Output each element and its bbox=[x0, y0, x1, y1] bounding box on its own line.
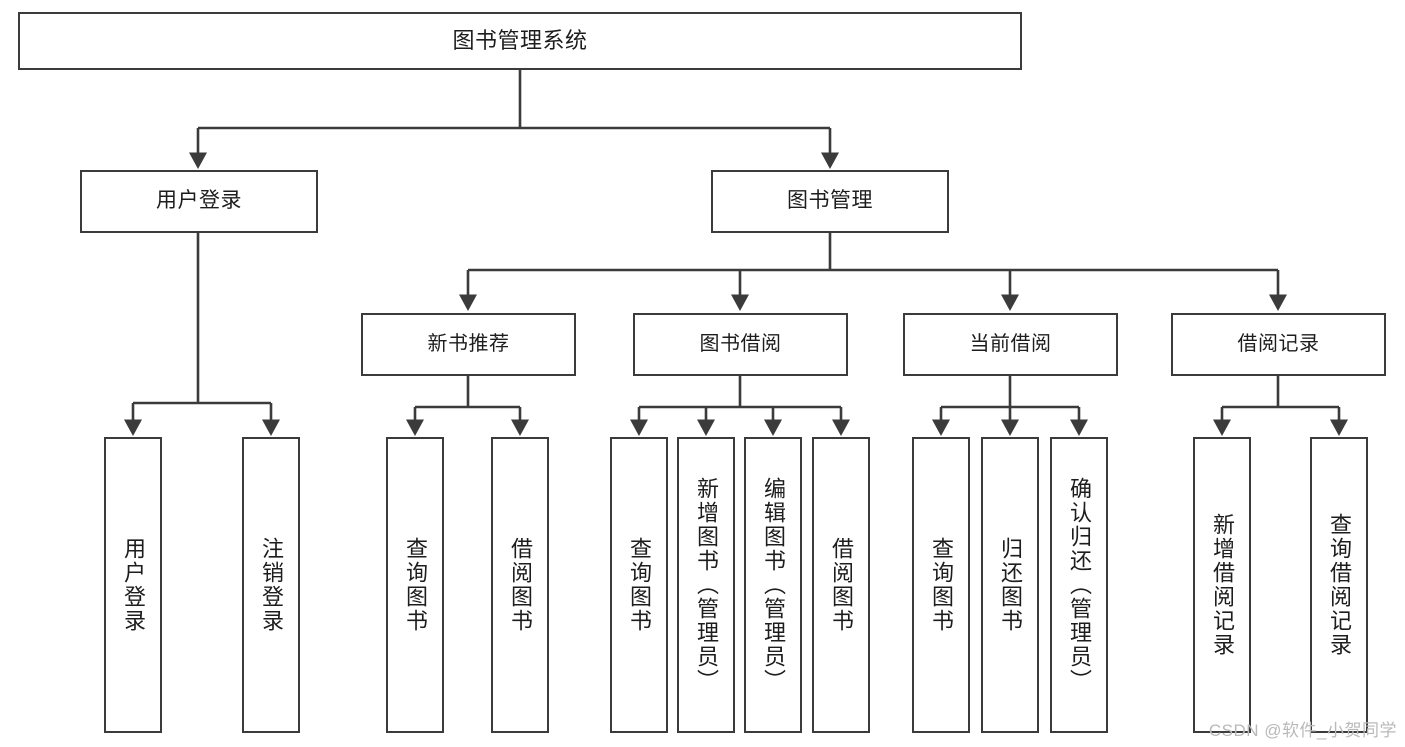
node-current-borrow[interactable]: 当前借阅 bbox=[903, 313, 1118, 376]
leaf-book-borrow-add[interactable]: 新增图书（管理员） bbox=[677, 437, 735, 733]
leaf-book-borrow-edit-label: 编辑图书（管理员） bbox=[760, 477, 786, 693]
leaf-new-book-borrow-label: 借阅图书 bbox=[507, 537, 533, 633]
leaf-current-borrow-confirm[interactable]: 确认归还（管理员） bbox=[1050, 437, 1108, 733]
leaf-borrow-record-query[interactable]: 查询借阅记录 bbox=[1310, 437, 1368, 733]
leaf-current-borrow-query[interactable]: 查询图书 bbox=[912, 437, 970, 733]
node-new-book-recommend[interactable]: 新书推荐 bbox=[361, 313, 576, 376]
node-borrow-record-label: 借阅记录 bbox=[1237, 333, 1320, 355]
node-user-login-label: 用户登录 bbox=[156, 189, 242, 213]
leaf-borrow-record-add[interactable]: 新增借阅记录 bbox=[1193, 437, 1251, 733]
leaf-user-login-signout-label: 注销登录 bbox=[258, 537, 284, 633]
leaf-book-borrow-borrow[interactable]: 借阅图书 bbox=[812, 437, 870, 733]
leaf-book-borrow-add-label: 新增图书（管理员） bbox=[693, 477, 719, 693]
node-borrow-record[interactable]: 借阅记录 bbox=[1171, 313, 1386, 376]
leaf-current-borrow-return[interactable]: 归还图书 bbox=[981, 437, 1039, 733]
leaf-book-borrow-edit[interactable]: 编辑图书（管理员） bbox=[744, 437, 802, 733]
leaf-new-book-query-label: 查询图书 bbox=[402, 537, 428, 633]
node-root-system[interactable]: 图书管理系统 bbox=[18, 12, 1022, 70]
node-book-borrow-label: 图书借阅 bbox=[699, 333, 782, 355]
leaf-user-login-signin[interactable]: 用户登录 bbox=[104, 437, 162, 733]
node-book-manage-label: 图书管理 bbox=[787, 189, 873, 213]
leaf-new-book-query[interactable]: 查询图书 bbox=[386, 437, 444, 733]
leaf-new-book-borrow[interactable]: 借阅图书 bbox=[491, 437, 549, 733]
node-book-borrow[interactable]: 图书借阅 bbox=[633, 313, 848, 376]
leaf-current-borrow-confirm-label: 确认归还（管理员） bbox=[1066, 477, 1092, 693]
node-root-system-label: 图书管理系统 bbox=[452, 28, 588, 54]
leaf-book-borrow-query-label: 查询图书 bbox=[626, 537, 652, 633]
leaf-borrow-record-add-label: 新增借阅记录 bbox=[1209, 513, 1235, 657]
leaf-book-borrow-borrow-label: 借阅图书 bbox=[828, 537, 854, 633]
leaf-current-borrow-query-label: 查询图书 bbox=[928, 537, 954, 633]
node-book-manage[interactable]: 图书管理 bbox=[711, 170, 949, 233]
node-current-borrow-label: 当前借阅 bbox=[969, 333, 1052, 355]
leaf-current-borrow-return-label: 归还图书 bbox=[997, 537, 1023, 633]
leaf-book-borrow-query[interactable]: 查询图书 bbox=[610, 437, 668, 733]
leaf-borrow-record-query-label: 查询借阅记录 bbox=[1326, 513, 1352, 657]
leaf-user-login-signin-label: 用户登录 bbox=[120, 537, 146, 633]
node-user-login[interactable]: 用户登录 bbox=[80, 170, 318, 233]
node-new-book-recommend-label: 新书推荐 bbox=[427, 333, 510, 355]
leaf-user-login-signout[interactable]: 注销登录 bbox=[242, 437, 300, 733]
